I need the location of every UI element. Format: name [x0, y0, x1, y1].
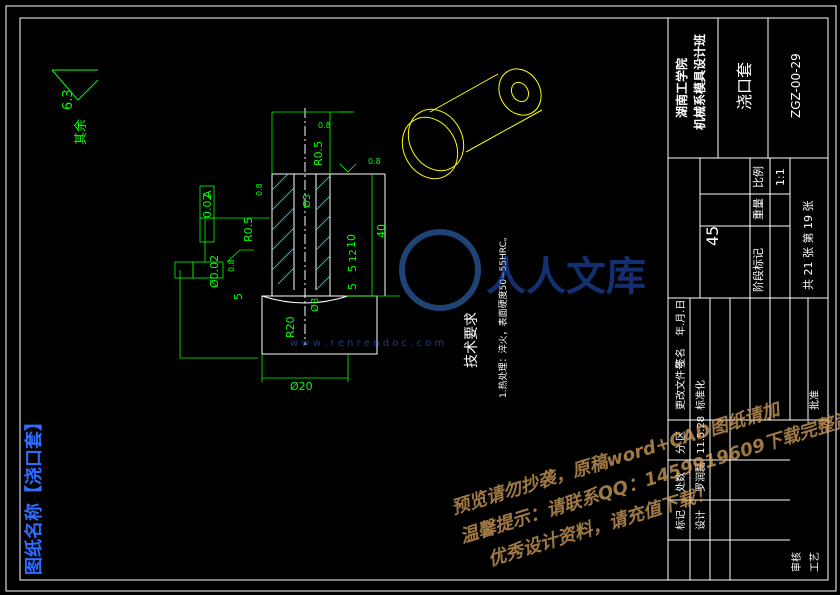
svg-text:批准: 批准 — [808, 390, 821, 410]
watermark-brand: 人人文库 — [486, 254, 646, 300]
dim-5-a: 5 — [232, 293, 245, 300]
weight-label: 重量 — [751, 198, 765, 220]
watermark-text: 预览请勿抄袭，原稿word+CAD图纸请加 温馨提示：请联系QQ：1459919… — [449, 398, 840, 571]
tech-requirement-1: 1.热处理：淬火，表面硬度50~55HRC。 — [497, 232, 509, 398]
svg-text:设计: 设计 — [694, 510, 707, 530]
roughness-08-c: 0.8 — [318, 121, 331, 130]
dim-r05-a: R0.5 — [242, 217, 255, 242]
dim-r05-b: R0.5 — [312, 141, 325, 166]
svg-text:标准化: 标准化 — [694, 380, 707, 410]
tolerance-flatness: 0.02 — [201, 194, 214, 219]
svg-text:处数: 处数 — [674, 472, 687, 492]
svg-text:年.月.日: 年.月.日 — [674, 300, 687, 336]
dimension-lines — [174, 111, 400, 382]
scale-label: 比例 — [751, 166, 765, 188]
school-line-1: 湖南工学院 — [674, 58, 689, 118]
roughness-symbol: 6.3 — [51, 69, 99, 110]
dim-o8: Ø8 — [309, 298, 321, 312]
outer-border — [5, 5, 837, 592]
roughness-note: 其余 — [73, 119, 89, 145]
roughness-08-a: 0.8 — [255, 183, 264, 196]
body-outline — [271, 173, 331, 297]
dim-5-c: 5 — [346, 283, 359, 290]
tech-requirements-title: 技术要求 — [464, 312, 480, 368]
section-hatch — [271, 173, 331, 291]
svg-text:罗润磊: 罗润磊 — [694, 462, 707, 492]
drawing-number: ZGZ-00-29 — [789, 53, 803, 118]
roughness-08-b: 0.8 — [227, 259, 236, 272]
title-block — [667, 18, 828, 580]
title-block-rows: 标记 处数 分 区 更改文件号 签名 年.月.日 设计 罗润磊 11.5.28 … — [674, 300, 821, 572]
sprue-bushing-section — [261, 108, 386, 355]
stage-label: 阶段标记 — [751, 248, 765, 292]
inner-border — [19, 17, 829, 581]
roughness-08-d: 0.8 — [368, 157, 381, 166]
isometric-view — [401, 68, 543, 180]
material: 45 — [703, 226, 722, 246]
dim-40: 40 — [375, 224, 388, 238]
svg-text:工艺: 工艺 — [809, 552, 821, 572]
dim-r20: R20 — [284, 316, 297, 338]
svg-text:分 区: 分 区 — [675, 431, 687, 454]
part-name: 浇口套 — [735, 62, 754, 110]
watermark-url: w w w . r e n r e n d o c . c o m — [290, 338, 444, 349]
dim-12: 12 — [348, 249, 359, 262]
svg-text:标记: 标记 — [675, 510, 687, 530]
sheet-count: 共 21 张 第 19 张 — [801, 201, 815, 290]
watermark-logo: 人人文库 w w w . r e n r e n d o c . c o m — [290, 229, 646, 349]
tolerance-runout: Ø0.02 — [208, 255, 221, 288]
dim-o20: Ø20 — [290, 380, 313, 393]
svg-text:签名: 签名 — [674, 348, 687, 368]
drawing-name-title: 图纸名称【浇口套】 — [23, 413, 45, 575]
svg-text:11.5.28: 11.5.28 — [696, 416, 707, 454]
dim-10: 10 — [345, 234, 358, 248]
svg-text:更改文件号: 更改文件号 — [674, 360, 687, 410]
svg-text:审核: 审核 — [790, 552, 803, 572]
dim-o3: Ø3 — [301, 194, 313, 208]
school-line-2: 机械系模具设计班 — [692, 34, 707, 130]
roughness-value: 6.3 — [61, 89, 76, 110]
dim-5-b: 5 — [346, 265, 359, 272]
scale-value: 1:1 — [774, 168, 787, 186]
tolerance-flatness-ref: A — [201, 190, 214, 198]
